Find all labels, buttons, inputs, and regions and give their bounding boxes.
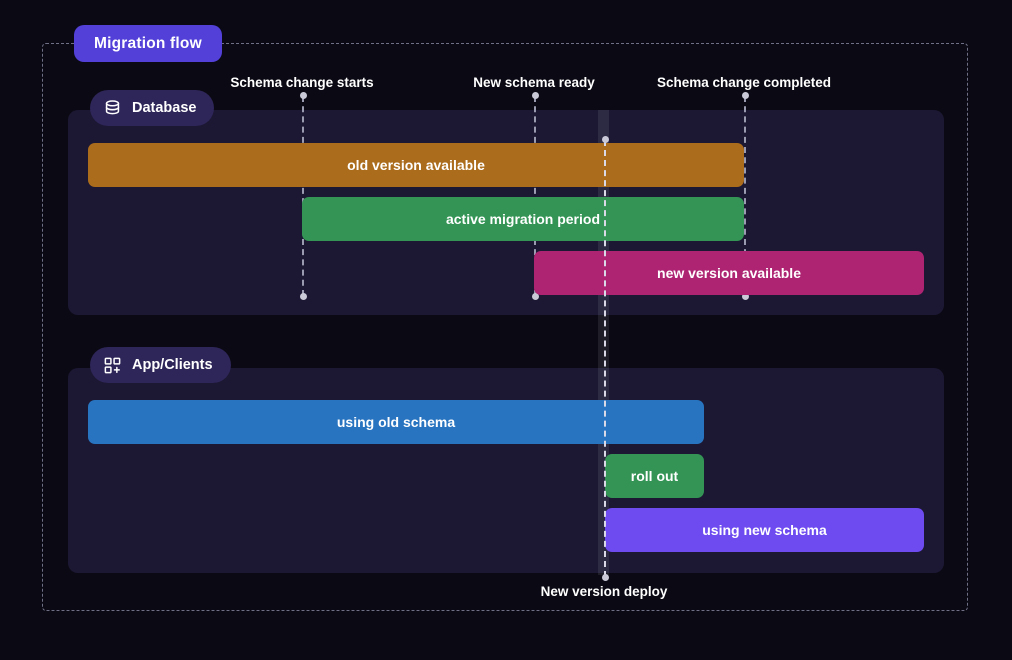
marker-label-schema-change-starts: Schema change starts	[230, 75, 374, 90]
bar-active-migration-period: active migration period	[302, 197, 744, 241]
lane-pill-label: Database	[132, 100, 197, 116]
bar-label: roll out	[630, 468, 679, 484]
bar-using-new-schema: using new schema	[605, 508, 924, 552]
marker-line-new-schema-ready	[532, 92, 539, 300]
bar-new-version-available: new version available	[534, 251, 924, 295]
marker-label-schema-change-completed: Schema change completed	[656, 75, 832, 90]
marker-dot-top	[602, 136, 609, 143]
database-icon	[103, 99, 122, 118]
apps-grid-plus-icon	[103, 356, 122, 375]
marker-dot-top	[532, 92, 539, 99]
marker-line-schema-change-starts	[300, 92, 307, 300]
bar-label: using old schema	[336, 414, 456, 430]
marker-label-new-schema-ready: New schema ready	[473, 75, 595, 90]
marker-line-schema-change-completed	[742, 92, 749, 300]
marker-dot-top	[742, 92, 749, 99]
marker-dot-bottom	[300, 293, 307, 300]
migration-flow-frame	[42, 43, 968, 611]
migration-flow-title-badge: Migration flow	[74, 25, 222, 62]
bar-label: active migration period	[445, 211, 601, 227]
page-title: Migration flow	[94, 34, 202, 52]
lane-pill-label: App/Clients	[132, 357, 213, 373]
lane-pill-database: Database	[90, 90, 215, 126]
marker-line-new-version-deploy	[602, 136, 609, 581]
lane-pill-app-clients: App/Clients	[90, 347, 231, 383]
marker-label-new-version-deploy: New version deploy	[540, 584, 668, 599]
bar-roll-out: roll out	[605, 454, 704, 498]
bar-using-old-schema: using old schema	[88, 400, 704, 444]
marker-dot-bottom	[742, 293, 749, 300]
bar-label: using new schema	[702, 522, 827, 538]
bar-label: new version available	[657, 265, 801, 281]
marker-dot-bottom	[532, 293, 539, 300]
bar-old-version-available: old version available	[88, 143, 744, 187]
marker-dot-top	[300, 92, 307, 99]
bar-label: old version available	[347, 157, 485, 173]
marker-dot-bottom	[602, 574, 609, 581]
